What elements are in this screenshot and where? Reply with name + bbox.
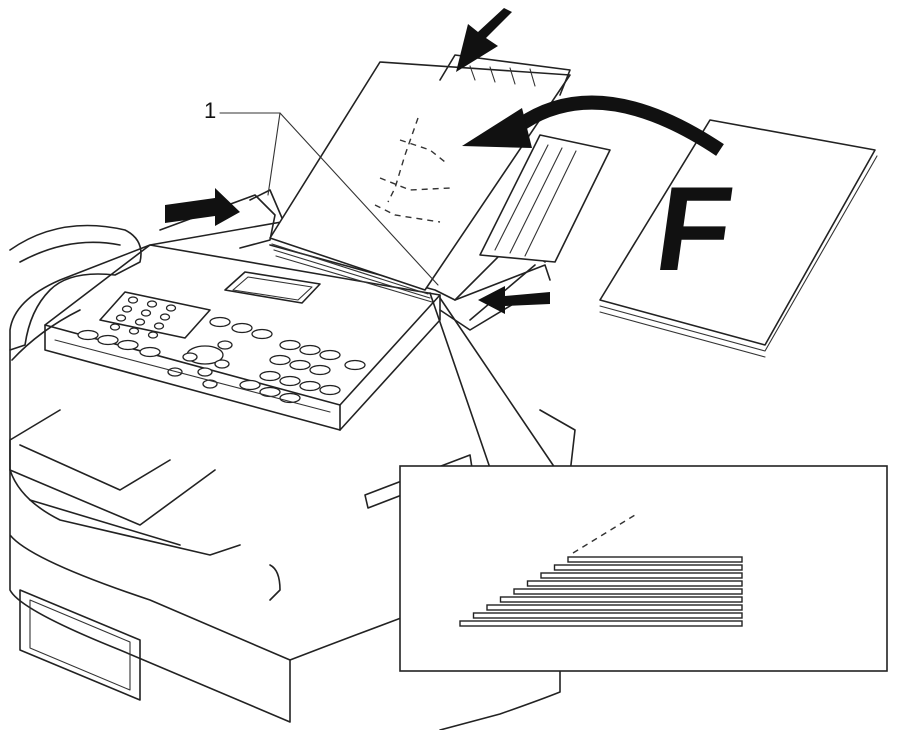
document-support <box>479 134 611 263</box>
keypad-key[interactable] <box>128 327 140 335</box>
detail-inset <box>399 465 888 672</box>
panel-button[interactable] <box>251 328 273 340</box>
nav-up-key[interactable] <box>217 340 233 350</box>
inset-sheet <box>567 556 743 563</box>
panel-button[interactable] <box>269 354 291 366</box>
clear-key[interactable] <box>202 379 218 389</box>
panel-button[interactable] <box>319 384 341 396</box>
panel-button[interactable] <box>289 359 311 371</box>
keypad-key[interactable] <box>121 305 133 313</box>
panel-button[interactable] <box>239 379 261 391</box>
nav-left-key[interactable] <box>182 352 198 362</box>
keypad-key[interactable] <box>165 304 177 312</box>
control-panel <box>44 244 441 431</box>
panel-button[interactable] <box>259 370 281 382</box>
nav-down-key[interactable] <box>197 367 213 377</box>
panel-button[interactable] <box>299 344 321 356</box>
handset <box>9 224 142 361</box>
keypad-key[interactable] <box>115 314 127 322</box>
keypad-key[interactable] <box>147 331 159 339</box>
mirrored-letter-outline <box>374 117 451 223</box>
callout-number: 1 <box>204 98 216 123</box>
lcd-display <box>224 271 321 304</box>
right-guide-arrow-icon <box>478 286 550 314</box>
panel-button[interactable] <box>319 349 341 361</box>
panel-button[interactable] <box>209 316 231 328</box>
back-key[interactable] <box>167 367 183 377</box>
panel-button[interactable] <box>139 346 161 358</box>
keypad-key[interactable] <box>153 322 165 330</box>
panel-button[interactable] <box>279 339 301 351</box>
inset-sheet <box>499 596 743 603</box>
push-arrow-icon <box>456 8 512 72</box>
keypad-key[interactable] <box>159 313 171 321</box>
staggered-sheets <box>459 556 743 627</box>
flip-arrow-icon <box>462 95 724 156</box>
inset-sheet <box>540 572 743 579</box>
loaded-documents <box>269 54 571 303</box>
zoom-wedge <box>429 292 556 469</box>
panel-button[interactable] <box>279 375 301 387</box>
panel-button[interactable] <box>97 334 119 346</box>
callout-1: 1 <box>204 98 439 286</box>
panel-button[interactable] <box>77 329 99 341</box>
panel-button[interactable] <box>309 364 331 376</box>
panel-button[interactable] <box>299 380 321 392</box>
output-tray <box>9 409 241 556</box>
document-face-up: F <box>599 119 878 358</box>
navigation-keys <box>167 340 233 389</box>
left-guide-arrow-icon <box>165 188 240 226</box>
inset-sheet <box>553 564 743 571</box>
inset-sheet <box>513 588 743 595</box>
keypad-key[interactable] <box>109 323 121 331</box>
panel-button[interactable] <box>231 322 253 334</box>
inset-sheet <box>459 620 743 627</box>
keypad-key[interactable] <box>134 318 146 326</box>
keypad-key[interactable] <box>146 300 158 308</box>
inset-sheet <box>486 604 743 611</box>
panel-button[interactable] <box>344 359 366 371</box>
keypad-key[interactable] <box>127 296 139 304</box>
nav-right-key[interactable] <box>214 359 230 369</box>
inset-sheet <box>472 612 743 619</box>
numeric-keypad <box>99 291 211 339</box>
panel-button[interactable] <box>117 339 139 351</box>
inset-sheet <box>526 580 743 587</box>
panel-button[interactable] <box>259 386 281 398</box>
feed-path-line <box>572 514 636 554</box>
keypad-key[interactable] <box>140 309 152 317</box>
